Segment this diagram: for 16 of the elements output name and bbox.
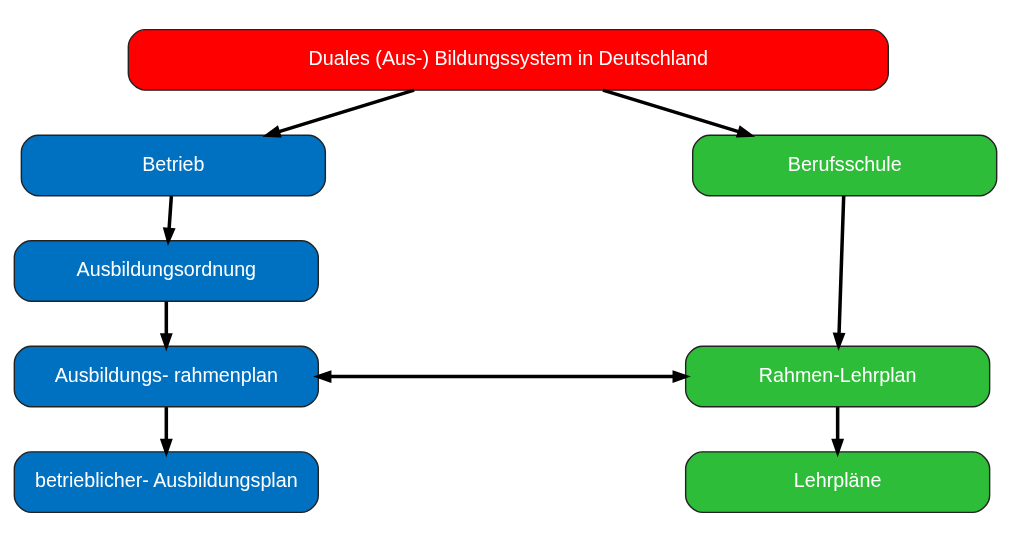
node-box: betrieblicher- Ausbildungsplan	[13, 451, 319, 514]
arrow	[831, 407, 845, 458]
arrow	[159, 407, 173, 458]
arrow	[262, 88, 415, 138]
node-box: Ausbildungs- rahmenplan	[13, 345, 319, 408]
node-box: Duales (Aus-) Bildungssystem in Deutschland	[127, 28, 889, 91]
node-box: Lehrpläne	[684, 451, 991, 514]
arrow	[602, 88, 756, 138]
node-box: Ausbildungsordnung	[13, 240, 319, 302]
arrow	[159, 301, 173, 352]
node-box: Rahmen-Lehrplan	[684, 345, 991, 408]
arrow	[313, 370, 691, 383]
node-box: Betrieb	[20, 134, 327, 197]
arrow	[832, 195, 846, 352]
node-box: Berufsschule	[692, 134, 998, 197]
arrow	[162, 195, 176, 247]
